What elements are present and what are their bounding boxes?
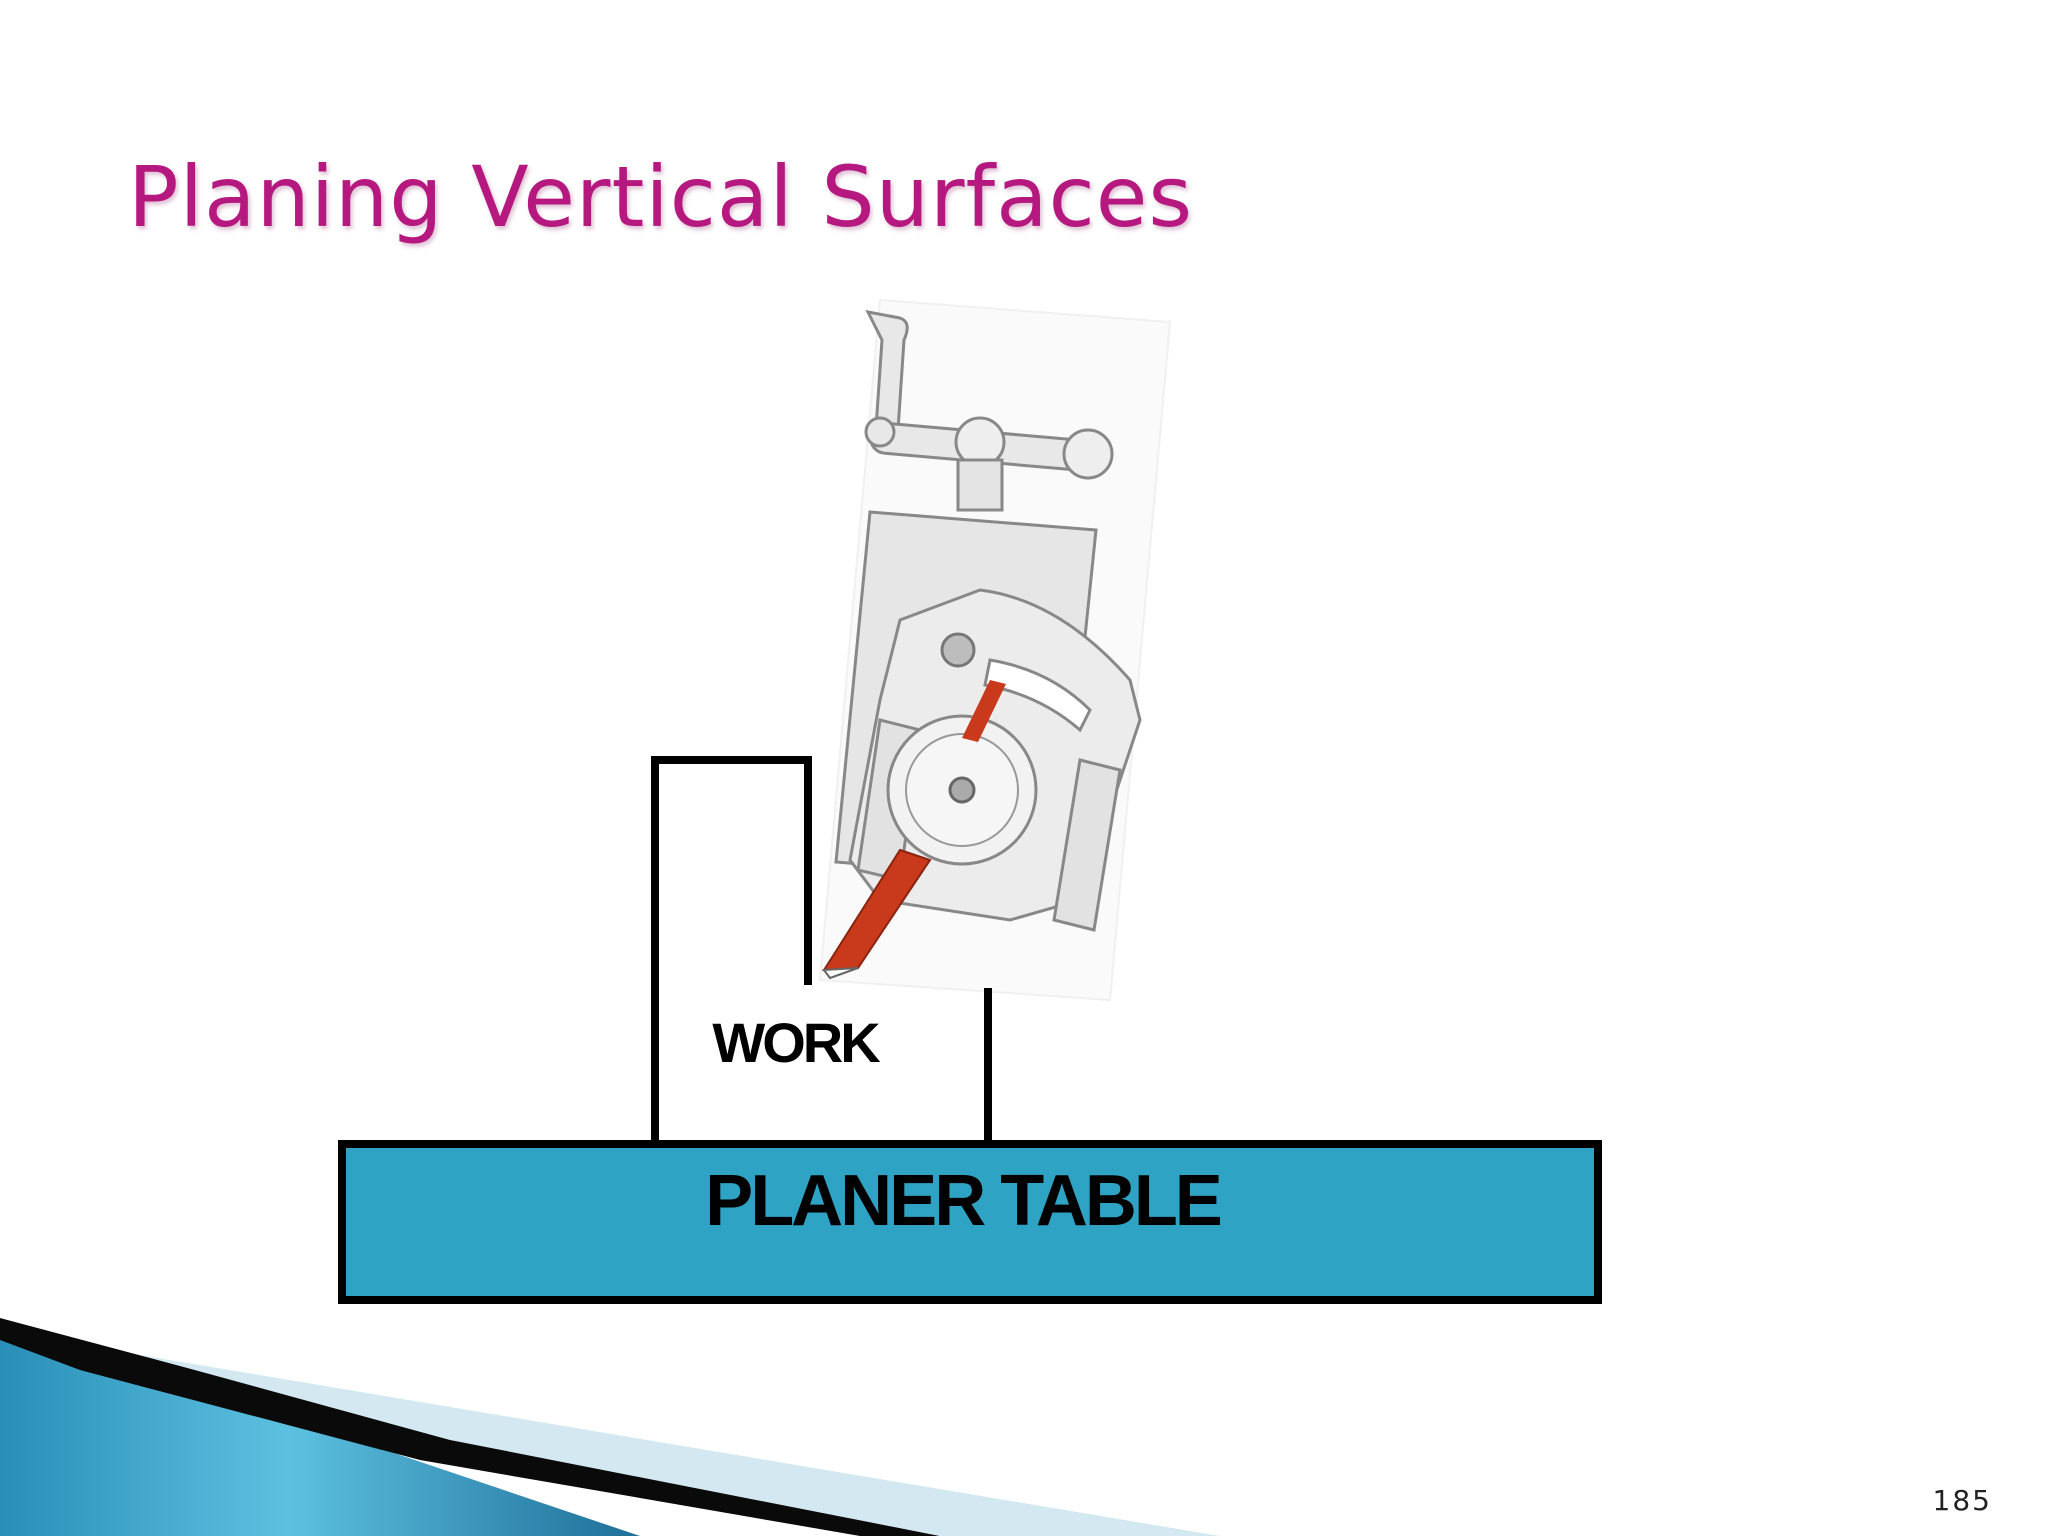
swoosh-decoration (0, 1318, 1220, 1536)
work-piece (651, 756, 992, 1140)
work-label: WORK (712, 1011, 880, 1074)
slide-title: Planing Vertical Surfaces (128, 148, 1194, 246)
slide-number: 185 (1932, 1484, 1992, 1517)
planer-tool-head-icon (818, 298, 1172, 1002)
planer-table-label: PLANER TABLE (705, 1161, 1223, 1241)
planer-table (338, 1140, 1602, 1304)
